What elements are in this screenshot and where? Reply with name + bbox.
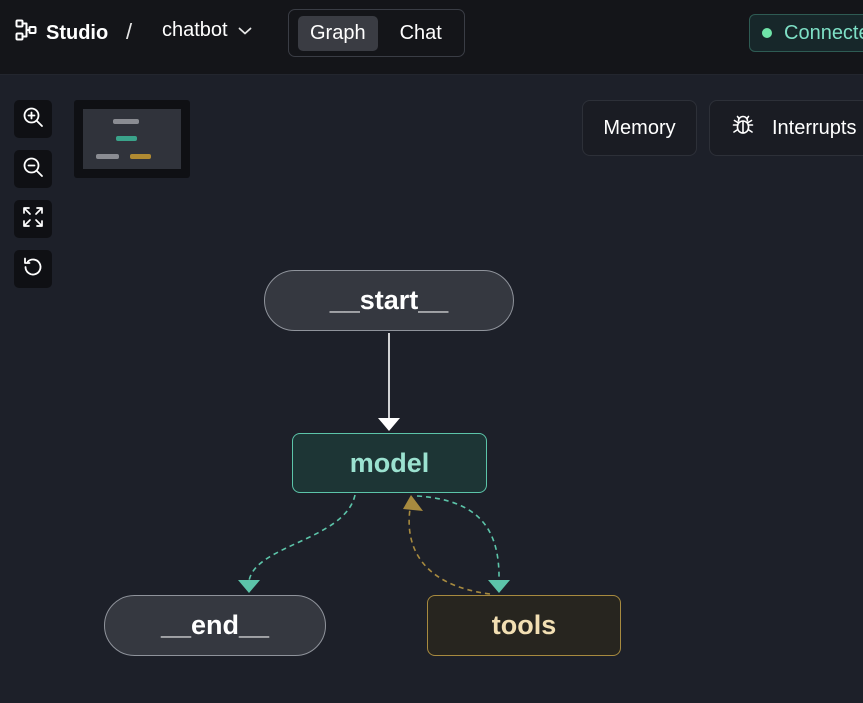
project-selector[interactable]: chatbot	[162, 19, 252, 42]
minimap-node-start	[113, 119, 139, 124]
tab-chat[interactable]: Chat	[399, 21, 442, 44]
expand-icon	[22, 206, 44, 233]
node-tools[interactable]: tools	[427, 595, 621, 656]
node-start[interactable]: __start__	[264, 270, 514, 331]
node-end[interactable]: __end__	[104, 595, 326, 656]
edge-start-model	[378, 333, 400, 431]
studio-brand[interactable]: Studio	[14, 18, 109, 48]
undo-icon	[22, 256, 44, 283]
edge-model-end	[238, 494, 356, 593]
edge-tools-model	[403, 495, 491, 595]
bug-icon	[730, 112, 756, 144]
interrupts-button[interactable]: Interrupts	[709, 100, 863, 156]
minimap-node-model	[116, 136, 137, 141]
chevron-down-icon	[238, 19, 252, 42]
edge-model-tools	[416, 495, 510, 593]
fit-view-button[interactable]	[14, 200, 52, 238]
top-bar: Studio / chatbot Graph Chat Connected	[0, 0, 863, 75]
reset-view-button[interactable]	[14, 250, 52, 288]
tab-graph[interactable]: Graph	[298, 15, 378, 51]
brand-label: Studio	[46, 21, 109, 44]
status-dot-icon	[762, 28, 772, 38]
interrupts-button-label: Interrupts	[772, 116, 857, 139]
minimap-node-end	[96, 154, 119, 159]
view-tabs: Graph Chat	[288, 9, 465, 57]
project-name: chatbot	[162, 19, 228, 41]
zoom-out-icon	[22, 156, 44, 183]
zoom-in-button[interactable]	[14, 100, 52, 138]
minimap[interactable]	[74, 100, 190, 178]
connection-status[interactable]: Connected	[749, 14, 863, 52]
zoom-out-button[interactable]	[14, 150, 52, 188]
studio-graph-icon	[14, 18, 38, 48]
minimap-viewport	[83, 109, 181, 169]
connection-status-label: Connected	[784, 21, 863, 44]
zoom-in-icon	[22, 106, 44, 133]
memory-button-label: Memory	[603, 116, 676, 139]
breadcrumb-separator: /	[126, 19, 133, 44]
node-model[interactable]: model	[292, 433, 487, 493]
minimap-node-tools	[130, 154, 151, 159]
memory-button[interactable]: Memory	[582, 100, 697, 156]
